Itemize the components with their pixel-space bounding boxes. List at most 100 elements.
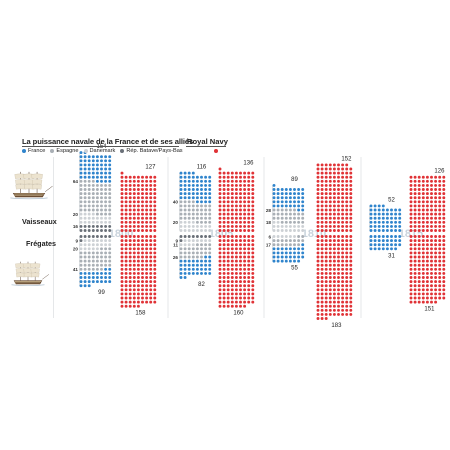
- royal-navy-ship-dot: [324, 167, 328, 171]
- royal-navy-ship-dot: [345, 183, 349, 187]
- royal-navy-ship-dot: [251, 229, 255, 232]
- royal-navy-frigate-dot: [349, 239, 353, 243]
- royal-navy-frigate-dot: [417, 280, 421, 284]
- royal-navy-frigate-dot: [320, 288, 324, 292]
- royal-navy-frigate-dot: [421, 300, 425, 304]
- royal-navy-frigate-dot: [438, 276, 442, 279]
- royal-navy-frigate-dot: [226, 251, 230, 255]
- royal-navy-ship-dot: [316, 188, 320, 191]
- ships-france-dot: [100, 155, 103, 159]
- frigates-batave-dot: [179, 235, 183, 238]
- royal-navy-frigate-value: 160: [233, 311, 244, 317]
- royal-navy-ship-dot: [239, 220, 242, 224]
- ships-danemark-dot: [272, 220, 276, 224]
- royal-navy-ship-dot: [145, 200, 149, 204]
- frigates-france-dot: [377, 247, 381, 251]
- ship-sail: [32, 184, 42, 190]
- royal-navy-frigate-dot: [438, 280, 442, 284]
- royal-navy-ship-dot: [222, 188, 226, 191]
- royal-navy-frigate-dot: [337, 259, 340, 263]
- royal-navy-frigate-dot: [337, 243, 340, 247]
- royal-navy-frigate-dot: [316, 280, 320, 284]
- royal-navy-ship-dot: [132, 196, 136, 200]
- royal-navy-frigate-dot: [345, 263, 349, 267]
- royal-navy-ship-dot: [421, 192, 425, 196]
- royal-navy-ship-dot: [316, 179, 320, 183]
- royal-navy-frigate-dot: [332, 284, 336, 288]
- royal-navy-ship-dot: [149, 179, 153, 183]
- frigates-espagne-dot: [293, 239, 296, 243]
- royal-navy-frigate-dot: [247, 296, 251, 300]
- ships-danemark-dot: [79, 220, 83, 224]
- frigates-espagne-dot: [108, 247, 112, 251]
- ships-espagne-dot: [272, 212, 276, 216]
- royal-navy-ship-dot: [337, 216, 340, 220]
- royal-navy-ship-dot: [141, 175, 144, 179]
- royal-navy-frigate-dot: [332, 296, 336, 300]
- segment-value: 16: [73, 224, 79, 229]
- royal-navy-frigate-dot: [234, 292, 238, 296]
- frigates-espagne-dot: [100, 267, 103, 271]
- royal-navy-ship-dot: [218, 167, 222, 171]
- ships-france-dot: [91, 155, 95, 159]
- royal-navy-ship-dot: [320, 196, 324, 200]
- royal-navy-ship-dot: [128, 220, 132, 224]
- royal-navy-frigate-dot: [425, 251, 429, 255]
- royal-navy-ship-dot: [341, 229, 345, 232]
- royal-navy-frigate-dot: [345, 271, 349, 275]
- frigates-espagne-dot: [179, 255, 183, 259]
- royal-navy-frigate-dot: [413, 280, 417, 284]
- royal-navy-ship-dot: [328, 179, 332, 183]
- royal-navy-frigate-dot: [124, 239, 128, 243]
- royal-navy-ship-dot: [430, 200, 433, 204]
- royal-navy-ship-dot: [120, 220, 124, 224]
- ships-france-dot: [373, 229, 377, 232]
- royal-navy-ship-dot: [243, 192, 247, 196]
- royal-navy-frigate-dot: [409, 239, 413, 243]
- ships-france-dot: [284, 196, 288, 200]
- royal-navy-frigate-dot: [251, 292, 255, 296]
- royal-navy-ship-dot: [430, 204, 433, 208]
- royal-navy-ship-dot: [251, 175, 255, 179]
- royal-navy-ship-dot: [136, 196, 140, 200]
- ships-espagne-dot: [293, 212, 296, 216]
- ships-france-dot: [276, 200, 280, 204]
- royal-navy-frigate-dot: [434, 243, 438, 247]
- frigates-espagne-dot: [83, 263, 87, 267]
- ships-france-dot: [95, 159, 99, 163]
- royal-navy-frigate-dot: [222, 296, 226, 300]
- ships-france-dot: [100, 175, 103, 179]
- royal-navy-ship-dot: [145, 229, 149, 232]
- frigates-france-dot: [200, 267, 203, 271]
- frigates-espagne-dot: [187, 247, 191, 251]
- royal-navy-frigate-dot: [230, 267, 234, 271]
- royal-navy-frigate-dot: [251, 239, 255, 243]
- frigates-espagne-dot: [280, 239, 284, 243]
- royal-navy-ship-dot: [434, 212, 438, 216]
- royal-navy-ship-dot: [222, 208, 226, 212]
- frigates-france-dot: [104, 267, 108, 271]
- ships-france-dot: [394, 229, 398, 232]
- ships-espagne-dot: [208, 208, 212, 212]
- ships-espagne-dot: [91, 196, 95, 200]
- royal-navy-ship-dot: [243, 208, 247, 212]
- frigates-danemark-dot: [272, 235, 276, 238]
- ships-france-dot: [191, 171, 195, 175]
- ships-espagne-dot: [104, 196, 108, 200]
- ships-france-dot: [381, 224, 385, 228]
- royal-navy-frigate-dot: [251, 280, 255, 284]
- royal-navy-ship-dot: [337, 200, 340, 204]
- ships-france-dot: [288, 200, 292, 204]
- frigates-espagne-dot: [200, 247, 203, 251]
- segment-value: 64: [73, 179, 79, 184]
- royal-navy-frigate-dot: [316, 251, 320, 255]
- ships-batave-dot: [83, 229, 87, 232]
- royal-navy-ship-dot: [438, 192, 442, 196]
- royal-navy-ship-dot: [141, 188, 144, 191]
- ships-france-dot: [390, 212, 393, 216]
- royal-navy-frigate-dot: [251, 259, 255, 263]
- royal-navy-frigate-dot: [328, 247, 332, 251]
- royal-navy-frigate-dot: [417, 300, 421, 304]
- royal-navy-frigate-dot: [153, 296, 157, 300]
- ships-espagne-dot: [280, 208, 284, 212]
